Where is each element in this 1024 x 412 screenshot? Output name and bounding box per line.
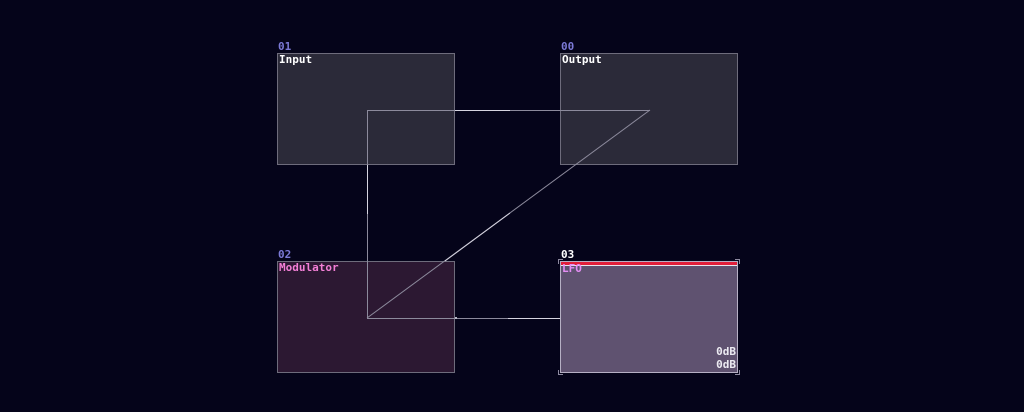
wire-modulator-output-highlight bbox=[444, 212, 511, 262]
selection-corner bbox=[735, 259, 740, 264]
node-name-label: Input bbox=[279, 53, 313, 66]
selection-corner bbox=[558, 370, 563, 375]
node-id-label: 00 bbox=[561, 40, 575, 53]
selection-corner bbox=[735, 370, 740, 375]
level-readout-bottom: 0dB bbox=[716, 358, 736, 371]
node-modulator[interactable]: 02 Modulator bbox=[277, 249, 455, 373]
node-output[interactable]: 00 Output bbox=[560, 41, 738, 165]
node-lfo[interactable]: 03 LFO 0dB 0dB bbox=[558, 249, 740, 375]
node-name-label: LFO bbox=[562, 262, 582, 275]
node-name-label: Modulator bbox=[279, 261, 339, 274]
node-name-label: Output bbox=[562, 53, 602, 66]
level-readout-top: 0dB bbox=[716, 345, 736, 358]
lfo-header-line bbox=[561, 265, 737, 266]
node-id-label: 02 bbox=[278, 248, 292, 261]
node-id-label: 01 bbox=[278, 40, 292, 53]
node-input[interactable]: 01 Input bbox=[277, 41, 455, 165]
selection-corner bbox=[558, 259, 563, 264]
wire-port bbox=[455, 317, 457, 319]
